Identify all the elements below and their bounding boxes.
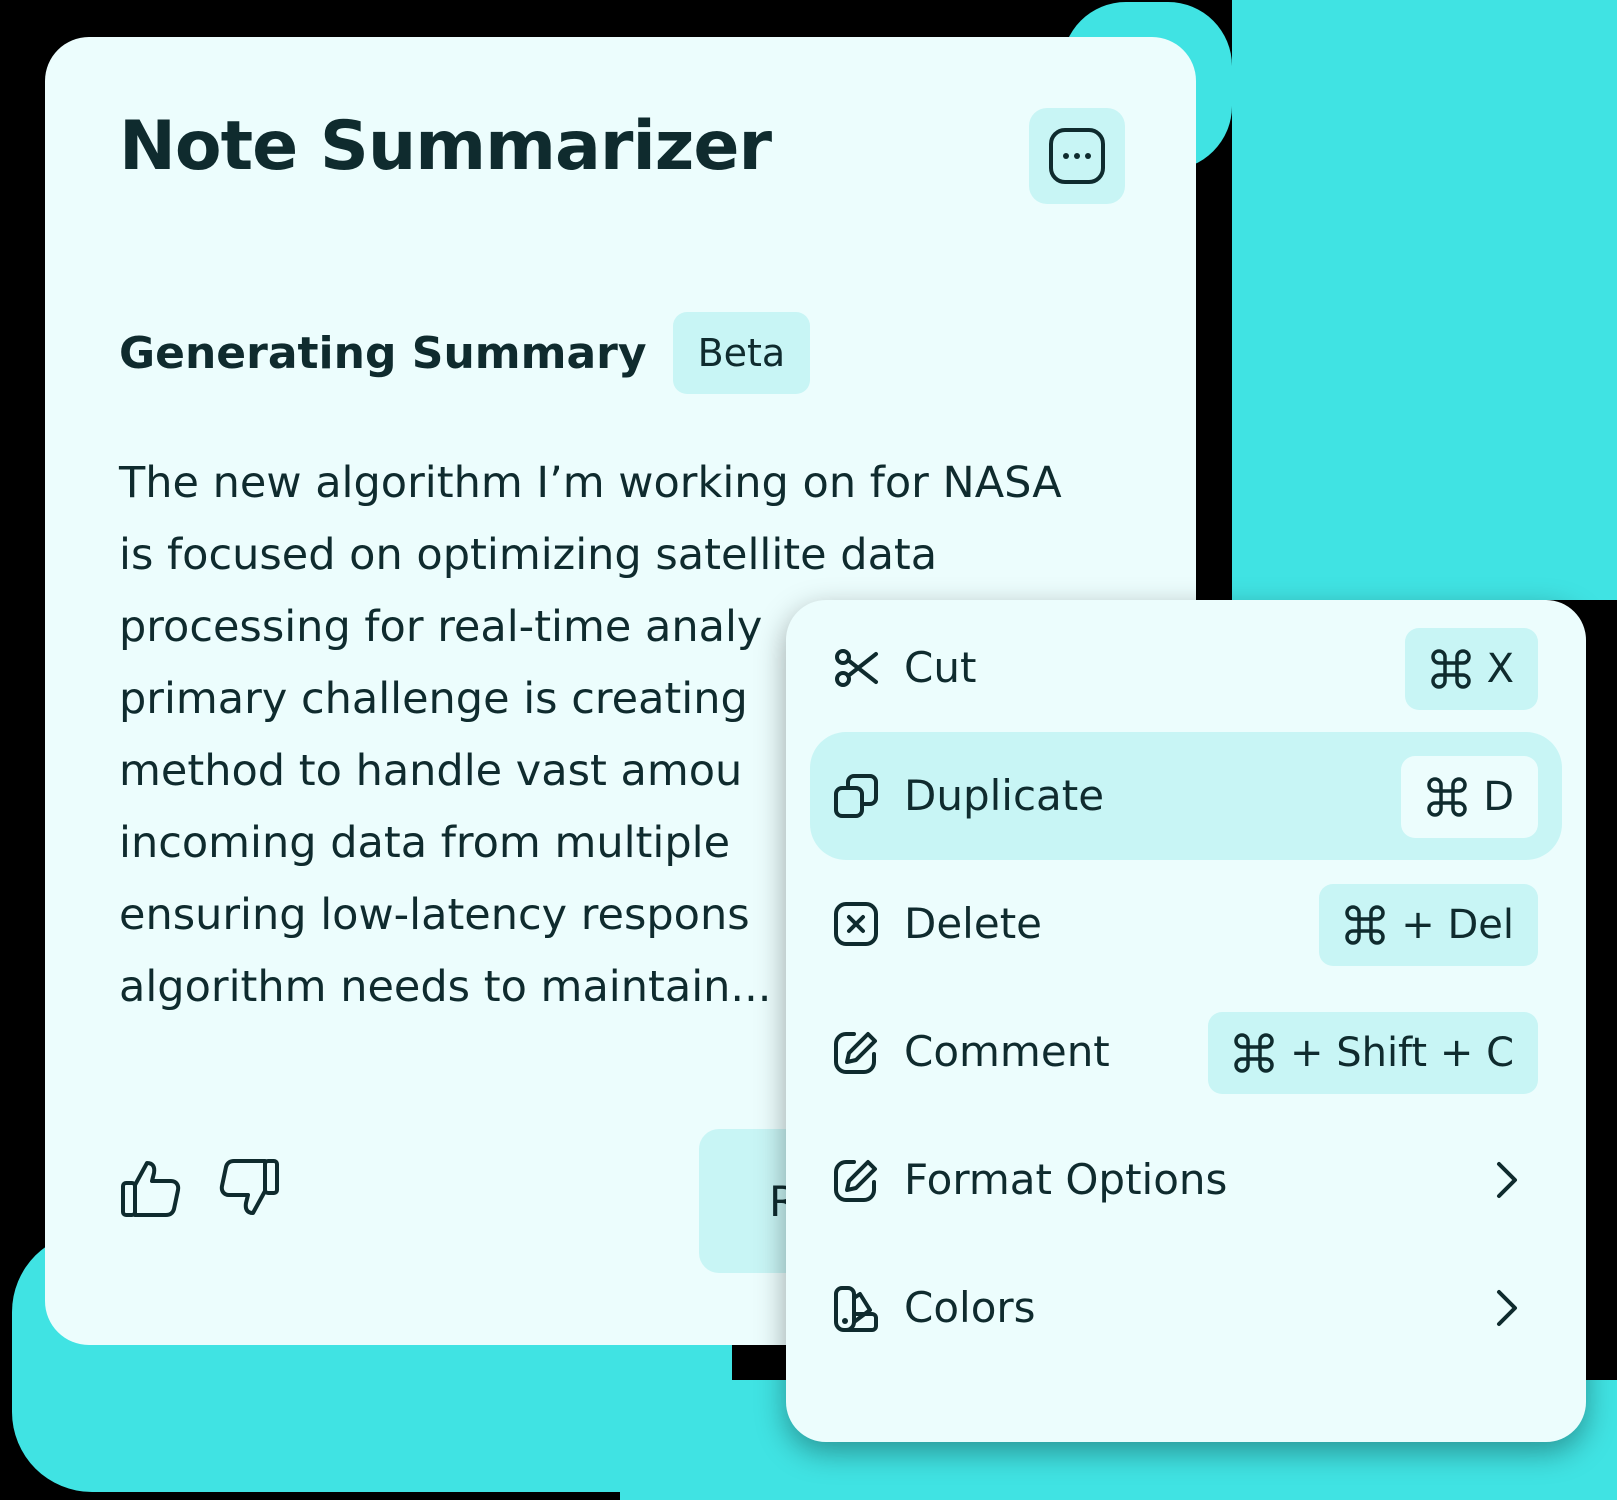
shortcut-text: D: [1483, 774, 1514, 820]
summary-line: ensuring low-latency respons: [119, 890, 750, 940]
summary-text: The new algorithm I’m working on for NAS…: [119, 447, 1062, 1023]
summary-line: algorithm needs to maintain...: [119, 962, 772, 1012]
shortcut-badge: + Shift + C: [1207, 1012, 1538, 1094]
edit-icon: [834, 1160, 877, 1202]
color-swatch-icon: [834, 1286, 878, 1332]
summary-heading: Generating Summary: [119, 327, 647, 379]
chevron-right-icon: [1497, 1162, 1517, 1198]
menu-item-comment[interactable]: Comment + Shift + C: [810, 988, 1562, 1116]
menu-item-delete[interactable]: Delete + Del: [810, 860, 1562, 988]
shortcut-text: + Shift + C: [1289, 1030, 1514, 1076]
summary-heading-row: Generating Summary Beta: [119, 312, 811, 394]
menu-item-duplicate[interactable]: Duplicate D: [810, 732, 1562, 860]
menu-item-format-options[interactable]: Format Options: [810, 1116, 1562, 1244]
command-key-icon: [1430, 649, 1471, 689]
thumbs-up-icon: [121, 1161, 181, 1217]
context-menu: Cut X Duplicate D Delete: [786, 600, 1586, 1442]
like-button[interactable]: [119, 1155, 185, 1221]
menu-item-label: Comment: [904, 1027, 1110, 1076]
shortcut-badge: D: [1401, 756, 1538, 838]
summary-line: method to handle vast amou: [119, 746, 743, 796]
menu-item-label: Colors: [904, 1283, 1036, 1332]
ellipsis-icon: [1049, 128, 1105, 184]
chevron-right-icon: [1497, 1290, 1517, 1326]
background-accent-right: [1232, 0, 1617, 600]
menu-item-label: Delete: [904, 899, 1042, 948]
summary-line: primary challenge is creating: [119, 674, 748, 724]
more-options-button[interactable]: [1029, 108, 1125, 204]
beta-badge: Beta: [672, 312, 811, 394]
dislike-button[interactable]: [215, 1155, 281, 1221]
delete-box-icon: [834, 902, 878, 946]
edit-icon: [834, 1032, 877, 1074]
scissors-icon: [835, 649, 878, 687]
summary-line: The new algorithm I’m working on for NAS…: [119, 458, 1062, 508]
menu-item-colors[interactable]: Colors: [810, 1244, 1562, 1372]
command-key-icon: [1345, 905, 1385, 945]
card-title: Note Summarizer: [119, 107, 772, 186]
menu-item-label: Duplicate: [904, 771, 1105, 820]
shortcut-badge: X: [1404, 628, 1538, 710]
command-key-icon: [1234, 1033, 1274, 1073]
summary-line: incoming data from multiple: [119, 818, 731, 868]
summary-line: processing for real-time analy: [119, 602, 763, 652]
menu-item-label: Cut: [904, 643, 977, 692]
shortcut-badge: + Del: [1319, 884, 1538, 966]
thumbs-down-icon: [219, 1159, 279, 1215]
summary-line: is focused on optimizing satellite data: [119, 530, 938, 580]
duplicate-icon: [834, 774, 878, 818]
command-key-icon: [1427, 777, 1467, 817]
menu-item-label: Format Options: [904, 1155, 1228, 1204]
shortcut-text: + Del: [1401, 902, 1514, 948]
shortcut-text: X: [1486, 646, 1514, 692]
menu-item-cut[interactable]: Cut X: [810, 604, 1562, 732]
feedback-controls: [119, 1155, 281, 1221]
